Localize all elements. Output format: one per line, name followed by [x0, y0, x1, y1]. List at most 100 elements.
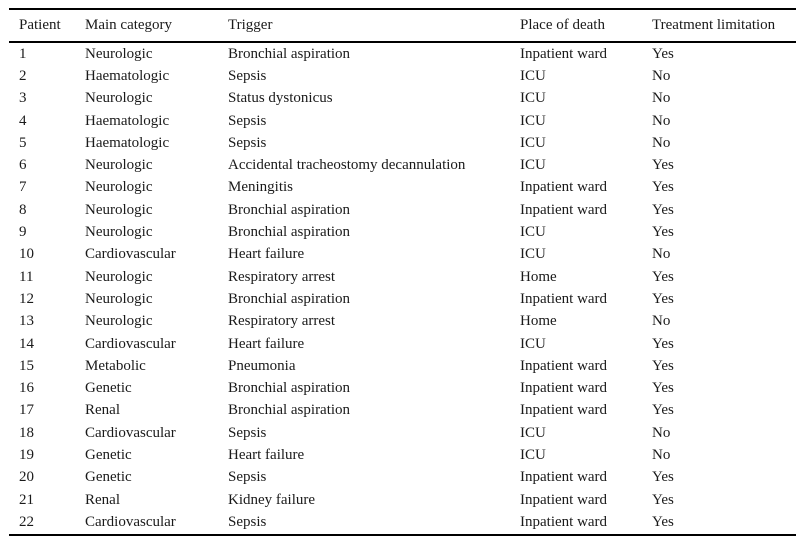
cell-main-category: Haematologic — [85, 67, 170, 84]
table-row: 5 Haematologic Sepsis ICU No — [9, 132, 796, 154]
cell-treatment-limitation: Yes — [652, 380, 674, 397]
cell-main-category: Genetic — [85, 446, 132, 463]
cell-patient: 8 — [19, 201, 27, 218]
cell-main-category: Haematologic — [85, 134, 170, 151]
cell-place-of-death: Home — [520, 268, 557, 285]
cell-place-of-death: Inpatient ward — [520, 513, 608, 530]
cell-place-of-death: Inpatient ward — [520, 469, 608, 486]
cell-trigger: Accidental tracheostomy decannulation — [228, 157, 466, 174]
column-header-patient: Patient — [9, 9, 85, 43]
cell-patient: 5 — [19, 134, 27, 151]
cell-main-category: Neurologic — [85, 201, 153, 218]
cell-patient: 21 — [19, 491, 34, 508]
cell-place-of-death: ICU — [520, 424, 546, 441]
cell-place-of-death: ICU — [520, 67, 546, 84]
cell-treatment-limitation: Yes — [652, 268, 674, 285]
cell-place-of-death: ICU — [520, 335, 546, 352]
cell-place-of-death: ICU — [520, 112, 546, 129]
cell-trigger: Sepsis — [228, 134, 267, 151]
cell-trigger: Sepsis — [228, 513, 267, 530]
cell-treatment-limitation: Yes — [652, 290, 674, 307]
cell-main-category: Metabolic — [85, 357, 146, 374]
cell-place-of-death: ICU — [520, 90, 546, 107]
cell-trigger: Sepsis — [228, 112, 267, 129]
cell-treatment-limitation: Yes — [652, 157, 674, 174]
table-row: 15 Metabolic Pneumonia Inpatient ward Yes — [9, 355, 796, 377]
cell-trigger: Heart failure — [228, 335, 305, 352]
cell-treatment-limitation: Yes — [652, 201, 674, 218]
cell-main-category: Cardiovascular — [85, 335, 176, 352]
cell-trigger: Respiratory arrest — [228, 313, 336, 330]
cell-main-category: Cardiovascular — [85, 424, 176, 441]
header-row: Patient Main category Trigger Place of d… — [9, 9, 796, 43]
cell-main-category: Genetic — [85, 380, 132, 397]
cell-trigger: Pneumonia — [228, 357, 296, 374]
cell-trigger: Kidney failure — [228, 491, 316, 508]
cell-treatment-limitation: Yes — [652, 491, 674, 508]
cell-main-category: Renal — [85, 491, 120, 508]
cell-patient: 9 — [19, 224, 27, 241]
cell-patient: 2 — [19, 67, 27, 84]
cell-main-category: Neurologic — [85, 224, 153, 241]
cell-main-category: Neurologic — [85, 313, 153, 330]
cell-main-category: Cardiovascular — [85, 513, 176, 530]
column-header-place-of-death: Place of death — [520, 9, 652, 43]
cell-patient: 20 — [19, 469, 34, 486]
cell-treatment-limitation: Yes — [652, 469, 674, 486]
cell-patient: 15 — [19, 357, 34, 374]
cell-treatment-limitation: Yes — [652, 179, 674, 196]
table-row: 14 Cardiovascular Heart failure ICU Yes — [9, 333, 796, 355]
cell-treatment-limitation: No — [652, 112, 671, 129]
cell-place-of-death: ICU — [520, 224, 546, 241]
cell-place-of-death: ICU — [520, 157, 546, 174]
cell-patient: 22 — [19, 513, 34, 530]
cell-treatment-limitation: No — [652, 134, 671, 151]
cell-treatment-limitation: No — [652, 67, 671, 84]
cell-main-category: Neurologic — [85, 157, 153, 174]
cell-patient: 14 — [19, 335, 34, 352]
cell-patient: 1 — [19, 45, 27, 62]
cell-main-category: Neurologic — [85, 45, 153, 62]
cell-place-of-death: Inpatient ward — [520, 380, 608, 397]
cell-main-category: Renal — [85, 402, 120, 419]
cell-trigger: Meningitis — [228, 179, 294, 196]
cell-patient: 19 — [19, 446, 34, 463]
cell-patient: 18 — [19, 424, 34, 441]
cell-treatment-limitation: Yes — [652, 402, 674, 419]
cell-patient: 4 — [19, 112, 27, 129]
cell-trigger: Bronchial aspiration — [228, 201, 351, 218]
cell-place-of-death: ICU — [520, 134, 546, 151]
cell-main-category: Neurologic — [85, 268, 153, 285]
cell-treatment-limitation: No — [652, 246, 671, 263]
cell-main-category: Neurologic — [85, 90, 153, 107]
cell-treatment-limitation: Yes — [652, 335, 674, 352]
cell-trigger: Bronchial aspiration — [228, 380, 351, 397]
cell-patient: 6 — [19, 157, 27, 174]
cell-patient: 12 — [19, 290, 34, 307]
patient-outcomes-table: Patient Main category Trigger Place of d… — [9, 8, 796, 536]
cell-place-of-death: Inpatient ward — [520, 357, 608, 374]
cell-treatment-limitation: No — [652, 313, 671, 330]
cell-place-of-death: Inpatient ward — [520, 290, 608, 307]
cell-trigger: Heart failure — [228, 246, 305, 263]
cell-patient: 3 — [19, 90, 27, 107]
cell-main-category: Neurologic — [85, 290, 153, 307]
cell-patient: 11 — [19, 268, 34, 285]
cell-treatment-limitation: Yes — [652, 357, 674, 374]
cell-main-category: Genetic — [85, 469, 132, 486]
